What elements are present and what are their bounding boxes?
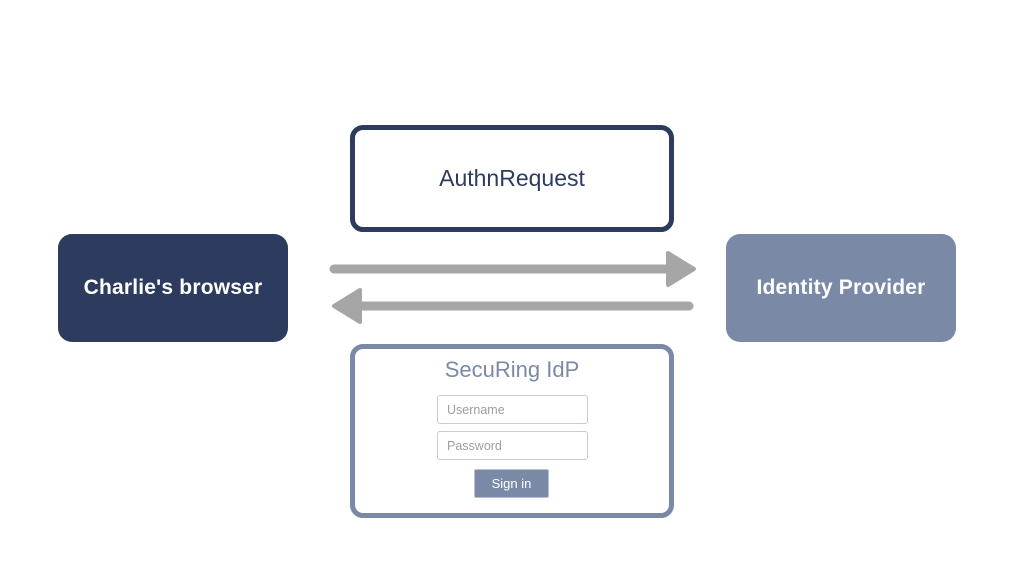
- charlies-browser-label: Charlie's browser: [83, 276, 263, 299]
- authn-request-box: AuthnRequest: [350, 125, 674, 232]
- charlies-browser-node: Charlie's browser: [58, 234, 288, 342]
- request-arrow-right: [329, 251, 696, 287]
- login-form-title: SecuRing IdP: [444, 357, 580, 382]
- authn-request-label: AuthnRequest: [439, 165, 585, 191]
- username-input[interactable]: [437, 395, 588, 424]
- idp-login-form: SecuRing IdP Sign in: [350, 344, 674, 518]
- sign-in-button[interactable]: Sign in: [474, 469, 549, 498]
- message-arrows: [329, 251, 696, 324]
- identity-provider-label: Identity Provider: [756, 276, 926, 299]
- response-arrow-left: [332, 288, 694, 324]
- identity-provider-node: Identity Provider: [726, 234, 956, 342]
- password-input[interactable]: [437, 431, 588, 460]
